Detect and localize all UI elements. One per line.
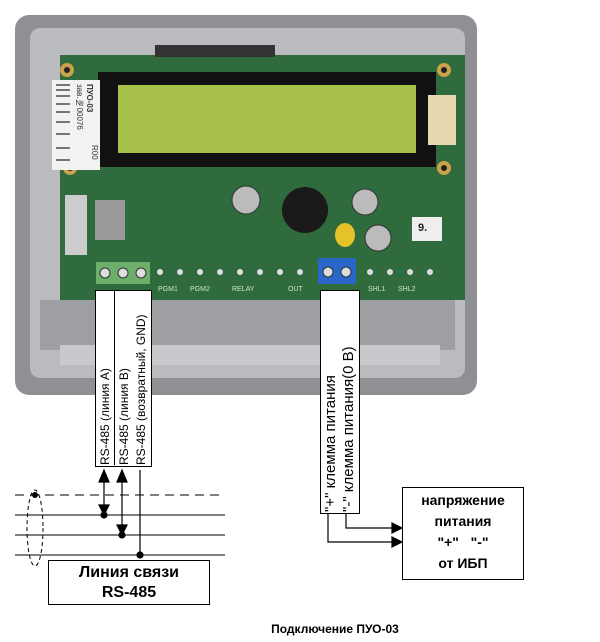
sticker-revision: R00	[90, 145, 99, 160]
power-source-box: напряжение питания "+" "-" от ИБП	[402, 487, 524, 580]
board-label-pgm2: PGM2	[190, 286, 210, 293]
buzzer	[282, 187, 328, 233]
rs485-wire-labels	[95, 290, 152, 467]
sticker-serial: зав.№00076	[75, 84, 84, 130]
serial-sticker	[52, 80, 100, 170]
power-box-line1: напряжение	[421, 492, 505, 508]
power-box-line2: питания	[434, 513, 492, 529]
board-label-out: OUT	[288, 286, 303, 293]
board-label-pgm1: PGM1	[158, 286, 178, 293]
sticker-number: 9.	[418, 222, 428, 234]
label-gnd: RS-485 (возвратный, GND)	[134, 314, 148, 465]
power-box-line4: от ИБП	[438, 555, 488, 571]
power-wire-labels	[320, 290, 360, 514]
power-box-line3: "+" "-"	[437, 534, 489, 550]
rs485-box-line2: RS-485	[101, 584, 157, 601]
caption: Подключение ПУО-03	[271, 622, 399, 636]
label-line-a: RS-485 (линия A)	[95, 290, 114, 465]
label-power-minus: "-" клемма питания(0 В)	[340, 346, 357, 512]
label-power-plus: "+" клемма питания	[320, 290, 340, 512]
board-label-relay: RELAY	[232, 286, 255, 293]
sticker-model: ПУО-03	[85, 84, 94, 113]
board-label-shl1: SHL1	[368, 286, 386, 293]
board-label-shl2: SHL2	[398, 286, 416, 293]
lcd-screen	[118, 85, 416, 153]
label-line-b: RS-485 (линия B)	[114, 290, 133, 465]
rs485-line-box: Линия связи RS-485	[48, 560, 210, 605]
rs485-box-line1: Линия связи	[79, 564, 179, 581]
